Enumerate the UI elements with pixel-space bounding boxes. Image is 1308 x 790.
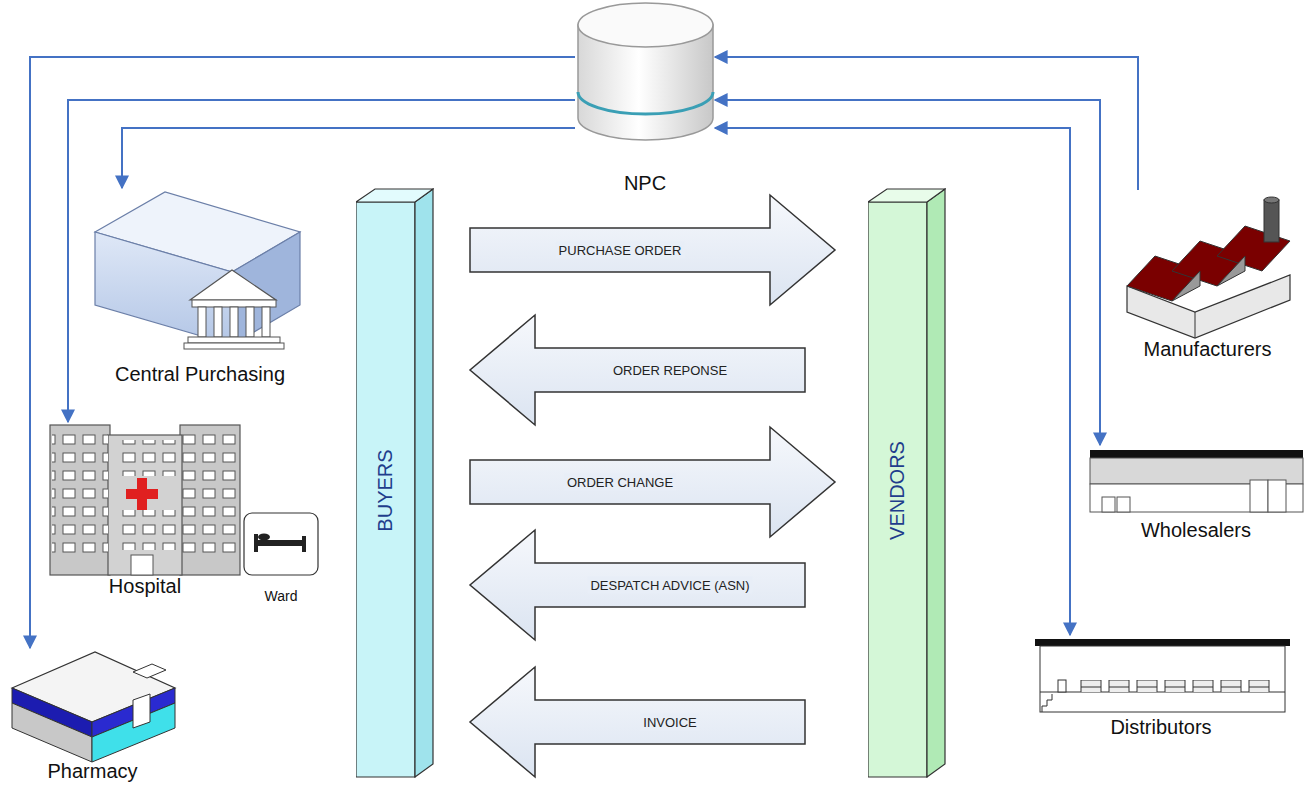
bar-label: BUYERS <box>374 449 397 531</box>
factory-building-part <box>1217 256 1245 286</box>
distribution-warehouse <box>1035 639 1290 712</box>
arrow-label-holder: ORDER REPONSE <box>610 362 730 379</box>
distribution-warehouse-part <box>1040 646 1285 712</box>
central-purchasing-building-part <box>246 307 254 337</box>
building-node: Distributors <box>1030 635 1292 745</box>
building-node: Wholesalers <box>1085 445 1307 545</box>
pharmacy-building-part <box>133 694 150 728</box>
arrow-label-holder: PURCHASE ORDER <box>556 242 685 259</box>
block-arrow <box>470 427 835 537</box>
flow-line <box>715 57 1138 190</box>
icon-node: Ward <box>240 510 322 606</box>
arrow-label-holder: INVOICE <box>640 714 699 731</box>
pharmacy-building-part <box>133 664 166 678</box>
hospital-building-part <box>182 428 238 556</box>
party-bar: BUYERS <box>356 188 434 778</box>
factory-building-part <box>1264 200 1279 242</box>
database-node: NPC <box>575 0 715 200</box>
bar-face <box>356 189 433 202</box>
bar-face <box>927 189 945 777</box>
bar-face <box>868 202 927 777</box>
hospital-building-part <box>116 440 176 476</box>
node-label: Ward <box>265 588 298 604</box>
block-arrow <box>470 195 835 305</box>
bar-label: VENDORS <box>886 441 909 540</box>
block-arrow <box>470 315 805 425</box>
central-purchasing-building-part <box>214 307 222 337</box>
central-purchasing-building-part <box>184 343 284 349</box>
building-node: Manufacturers <box>1110 190 1305 360</box>
hospital-building <box>50 425 240 575</box>
hospital-building-part <box>131 555 153 575</box>
wholesale-warehouse-part <box>1090 450 1303 458</box>
ward-icon-part <box>302 536 306 552</box>
flow-line <box>122 128 575 188</box>
node-label: Manufacturers <box>1144 338 1272 361</box>
node-label: Central Purchasing <box>115 363 285 386</box>
central-purchasing-building <box>95 192 300 349</box>
wholesale-warehouse <box>1090 450 1303 512</box>
arrow-label: ORDER REPONSE <box>610 362 730 379</box>
central-purchasing-building-part <box>192 300 276 307</box>
database-cylinder <box>578 3 713 140</box>
node-label: Hospital <box>109 575 181 598</box>
arrow-label-holder: DESPATCH ADVICE (ASN) <box>587 577 752 594</box>
node-label: Distributors <box>1110 716 1211 739</box>
ward-icon-part <box>254 534 258 552</box>
hospital-building-part <box>116 510 176 550</box>
ward-icon-part <box>254 540 306 546</box>
database-cylinder-part <box>578 3 713 47</box>
building-node: Pharmacy <box>5 648 180 786</box>
pharmacy-building-part <box>12 703 92 762</box>
hospital-building-part <box>50 425 110 575</box>
wholesale-warehouse-part <box>1102 497 1115 512</box>
party-bar: VENDORS <box>868 188 946 778</box>
arrow-label-holder: ORDER CHANGE <box>564 474 676 491</box>
central-purchasing-building-part <box>188 337 280 343</box>
block-arrow <box>470 667 805 777</box>
factory-building-part <box>1172 271 1200 301</box>
wholesale-warehouse-part <box>1250 480 1268 512</box>
ward-icon-part <box>258 534 270 541</box>
bar-face <box>415 189 433 777</box>
arrow-label: DESPATCH ADVICE (ASN) <box>587 577 752 594</box>
building-node: Hospital <box>45 422 245 600</box>
arrow-label: INVOICE <box>640 714 699 731</box>
node-label: Wholesalers <box>1141 519 1251 542</box>
central-purchasing-building-part <box>262 307 270 337</box>
central-purchasing-building-part <box>230 307 238 337</box>
building-node: Central Purchasing <box>75 188 325 388</box>
hospital-building-part <box>108 435 182 575</box>
distribution-warehouse-part <box>1035 639 1290 646</box>
node-label: NPC <box>624 172 666 195</box>
arrow-label: ORDER CHANGE <box>564 474 676 491</box>
factory-building-part <box>1264 197 1279 203</box>
node-label: Pharmacy <box>47 760 137 783</box>
hospital-building-part <box>180 425 240 575</box>
hospital-building-part <box>126 489 158 499</box>
bar-face <box>868 189 945 202</box>
factory-building-part <box>1195 312 1196 338</box>
central-purchasing-building-part <box>190 270 276 300</box>
central-purchasing-building-part <box>198 307 206 337</box>
block-arrow <box>470 530 805 640</box>
arrow-label: PURCHASE ORDER <box>556 242 685 259</box>
distribution-warehouse-part <box>1042 694 1052 712</box>
ward-icon-part <box>244 513 318 575</box>
factory-building <box>1127 197 1290 338</box>
database-cylinder-part <box>578 92 713 114</box>
pharmacy-building <box>12 652 175 762</box>
hospital-building-part <box>52 428 108 556</box>
distribution-warehouse-part <box>1078 672 1274 692</box>
wholesale-warehouse-part <box>1268 480 1286 512</box>
bar-face <box>356 202 415 777</box>
distribution-warehouse-part <box>1058 680 1066 692</box>
ward-icon <box>244 513 318 575</box>
wholesale-warehouse-part <box>1117 497 1130 512</box>
